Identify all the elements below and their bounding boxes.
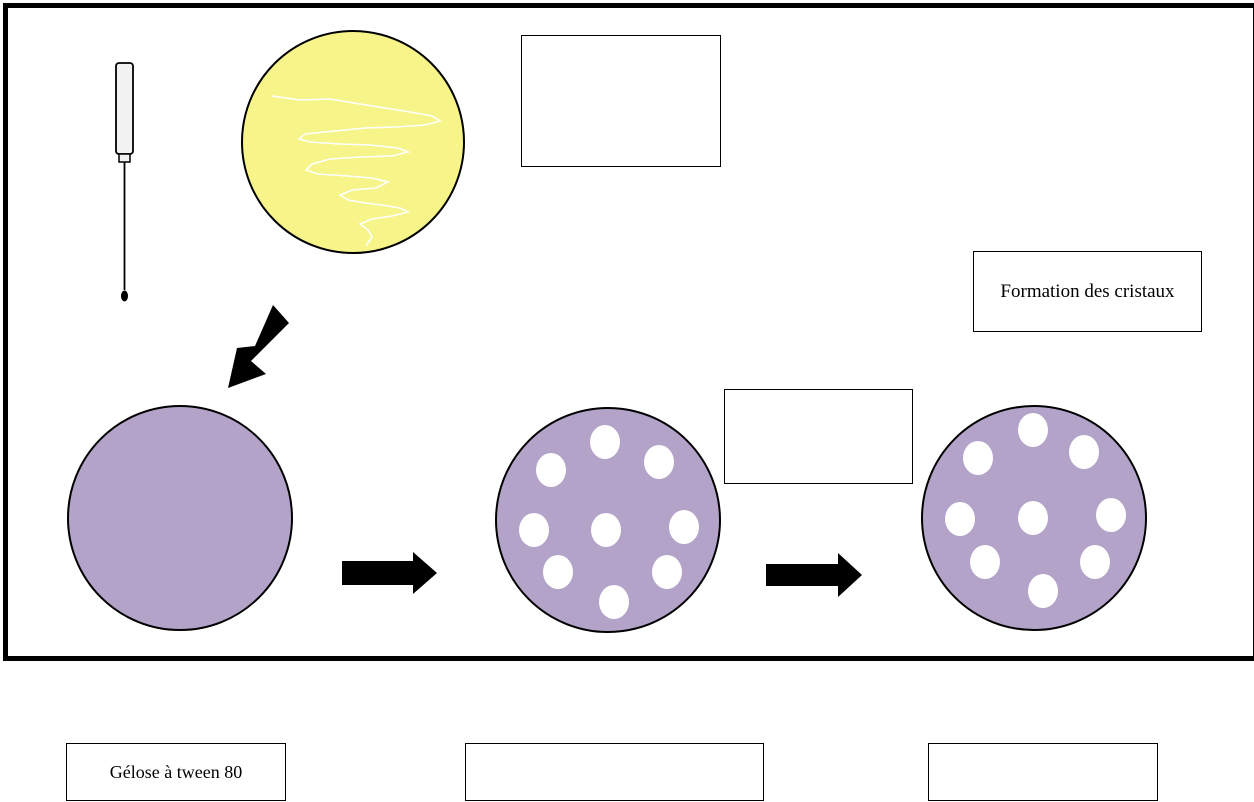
colony: [1069, 435, 1099, 469]
incubated-plate-1: [495, 407, 721, 633]
colony: [519, 513, 549, 547]
inoculation-loop-icon: [115, 62, 134, 302]
colony: [669, 510, 699, 544]
colony: [591, 513, 621, 547]
colony: [590, 425, 620, 459]
right-arrow-icon: [342, 552, 437, 594]
culture-plate: [241, 30, 465, 254]
streak-line: [271, 95, 442, 247]
middle-label-box: [724, 389, 913, 484]
diagonal-arrow-icon: [228, 305, 289, 388]
incubated-plate-2: [921, 405, 1147, 631]
colony: [652, 555, 682, 589]
colony: [1080, 545, 1110, 579]
colony: [599, 585, 629, 619]
colony: [543, 555, 573, 589]
colony: [644, 445, 674, 479]
colony: [1096, 498, 1126, 532]
colony: [945, 502, 975, 536]
bottom-right-label-box: [928, 743, 1158, 801]
right-arrow-icon: [766, 553, 862, 597]
colony: [1018, 501, 1048, 535]
colony: [1018, 413, 1048, 447]
colony: [536, 453, 566, 487]
tween-agar-label: Gélose à tween 80: [66, 743, 286, 801]
colony: [970, 545, 1000, 579]
top-label-box: [521, 35, 721, 167]
tween-agar-plate: [67, 405, 293, 631]
colony: [1028, 574, 1058, 608]
crystal-formation-label: Formation des cristaux: [973, 251, 1202, 332]
colony: [963, 441, 993, 475]
bottom-middle-label-box: [465, 743, 764, 801]
